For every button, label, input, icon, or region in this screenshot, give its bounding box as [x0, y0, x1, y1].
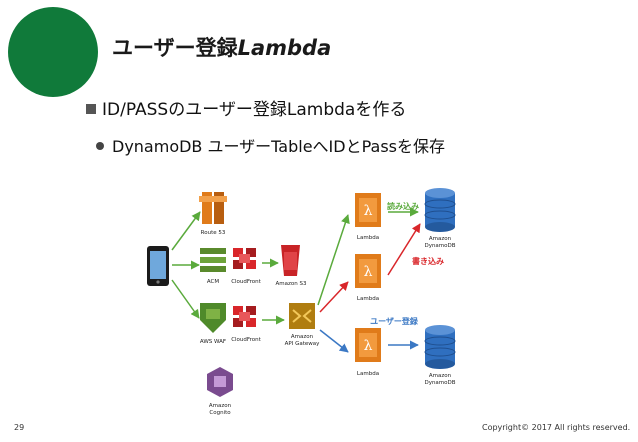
lambda-1-label: Lambda	[357, 235, 379, 241]
lambda-2-icon: λ	[355, 254, 381, 288]
api-gateway-icon	[289, 303, 315, 329]
copyright-text: Copyright© 2017 All rights reserved.	[482, 423, 631, 432]
cognito-label-line2: Cognito	[209, 410, 231, 416]
arrow-apigw-lambda2	[319, 281, 349, 313]
dynamo-top-label-line1: Amazon	[429, 236, 452, 242]
cloudfront-top-icon	[233, 248, 256, 269]
title-prefix: ユーザー登録	[112, 36, 238, 60]
title-suffix: Lambda	[237, 36, 332, 60]
dynamo-top-label-line2: DynamoDB	[424, 243, 455, 249]
arrows	[171, 207, 421, 353]
cloudfront-bottom-label: CloudFront	[231, 337, 261, 343]
acm-icon	[200, 248, 226, 272]
page-number: 29	[14, 423, 25, 432]
arrow-phone-route53	[171, 211, 201, 251]
dynamodb-top-icon	[424, 188, 456, 232]
bullet-main-text: ID/PASSのユーザー登録Lambdaを作る	[102, 100, 407, 120]
s3-bucket-icon	[281, 245, 300, 276]
lambda-1-icon: λ	[355, 193, 381, 227]
bullet-sub: DynamoDB ユーザーTableへIDとPassを保存	[96, 133, 445, 157]
lambda-2-label: Lambda	[357, 296, 379, 302]
smartphone-icon	[147, 246, 169, 286]
square-bullet-icon	[86, 104, 96, 114]
svg-text:λ: λ	[364, 338, 373, 354]
waf-label: AWS WAF	[200, 339, 226, 345]
apigw-label-line2: API Gateway	[285, 341, 320, 347]
arrow-apigw-lambda1	[317, 214, 350, 306]
apigw-label-line1: Amazon	[291, 334, 314, 340]
route53-label: Route 53	[201, 230, 226, 236]
dynamo-bottom-label-line1: Amazon	[429, 373, 452, 379]
bullet-main: ID/PASSのユーザー登録Lambdaを作る	[86, 95, 406, 120]
route53-icon	[199, 192, 227, 224]
dynamo-bottom-label-line2: DynamoDB	[424, 380, 455, 386]
s3-label: Amazon S3	[276, 281, 307, 287]
slide-title: ユーザー登録Lambda	[112, 32, 331, 62]
svg-text:λ: λ	[364, 264, 373, 280]
cloudfront-top-label: CloudFront	[231, 279, 261, 285]
cloudfront-bottom-icon	[233, 306, 256, 327]
acm-label: ACM	[207, 279, 220, 285]
dynamodb-bottom-icon	[424, 325, 456, 369]
arrow-apigw-lambda3	[319, 329, 349, 353]
arrow-lambda2-dynamo	[387, 223, 421, 276]
bullet-sub-text: DynamoDB ユーザーTableへIDとPassを保存	[112, 137, 445, 156]
cognito-label-line1: Amazon	[209, 403, 232, 409]
waf-icon	[200, 303, 226, 333]
lambda-3-icon: λ	[355, 328, 381, 362]
svg-text:λ: λ	[364, 203, 373, 219]
read-label: 読み込み	[387, 201, 419, 211]
register-label: ユーザー登録	[370, 316, 419, 326]
arrow-phone-waf	[171, 279, 200, 319]
cognito-icon	[207, 367, 233, 397]
lambda-3-label: Lambda	[357, 371, 379, 377]
brand-circle	[8, 7, 98, 97]
write-label: 書き込み	[412, 256, 444, 266]
round-bullet-icon	[96, 142, 104, 150]
